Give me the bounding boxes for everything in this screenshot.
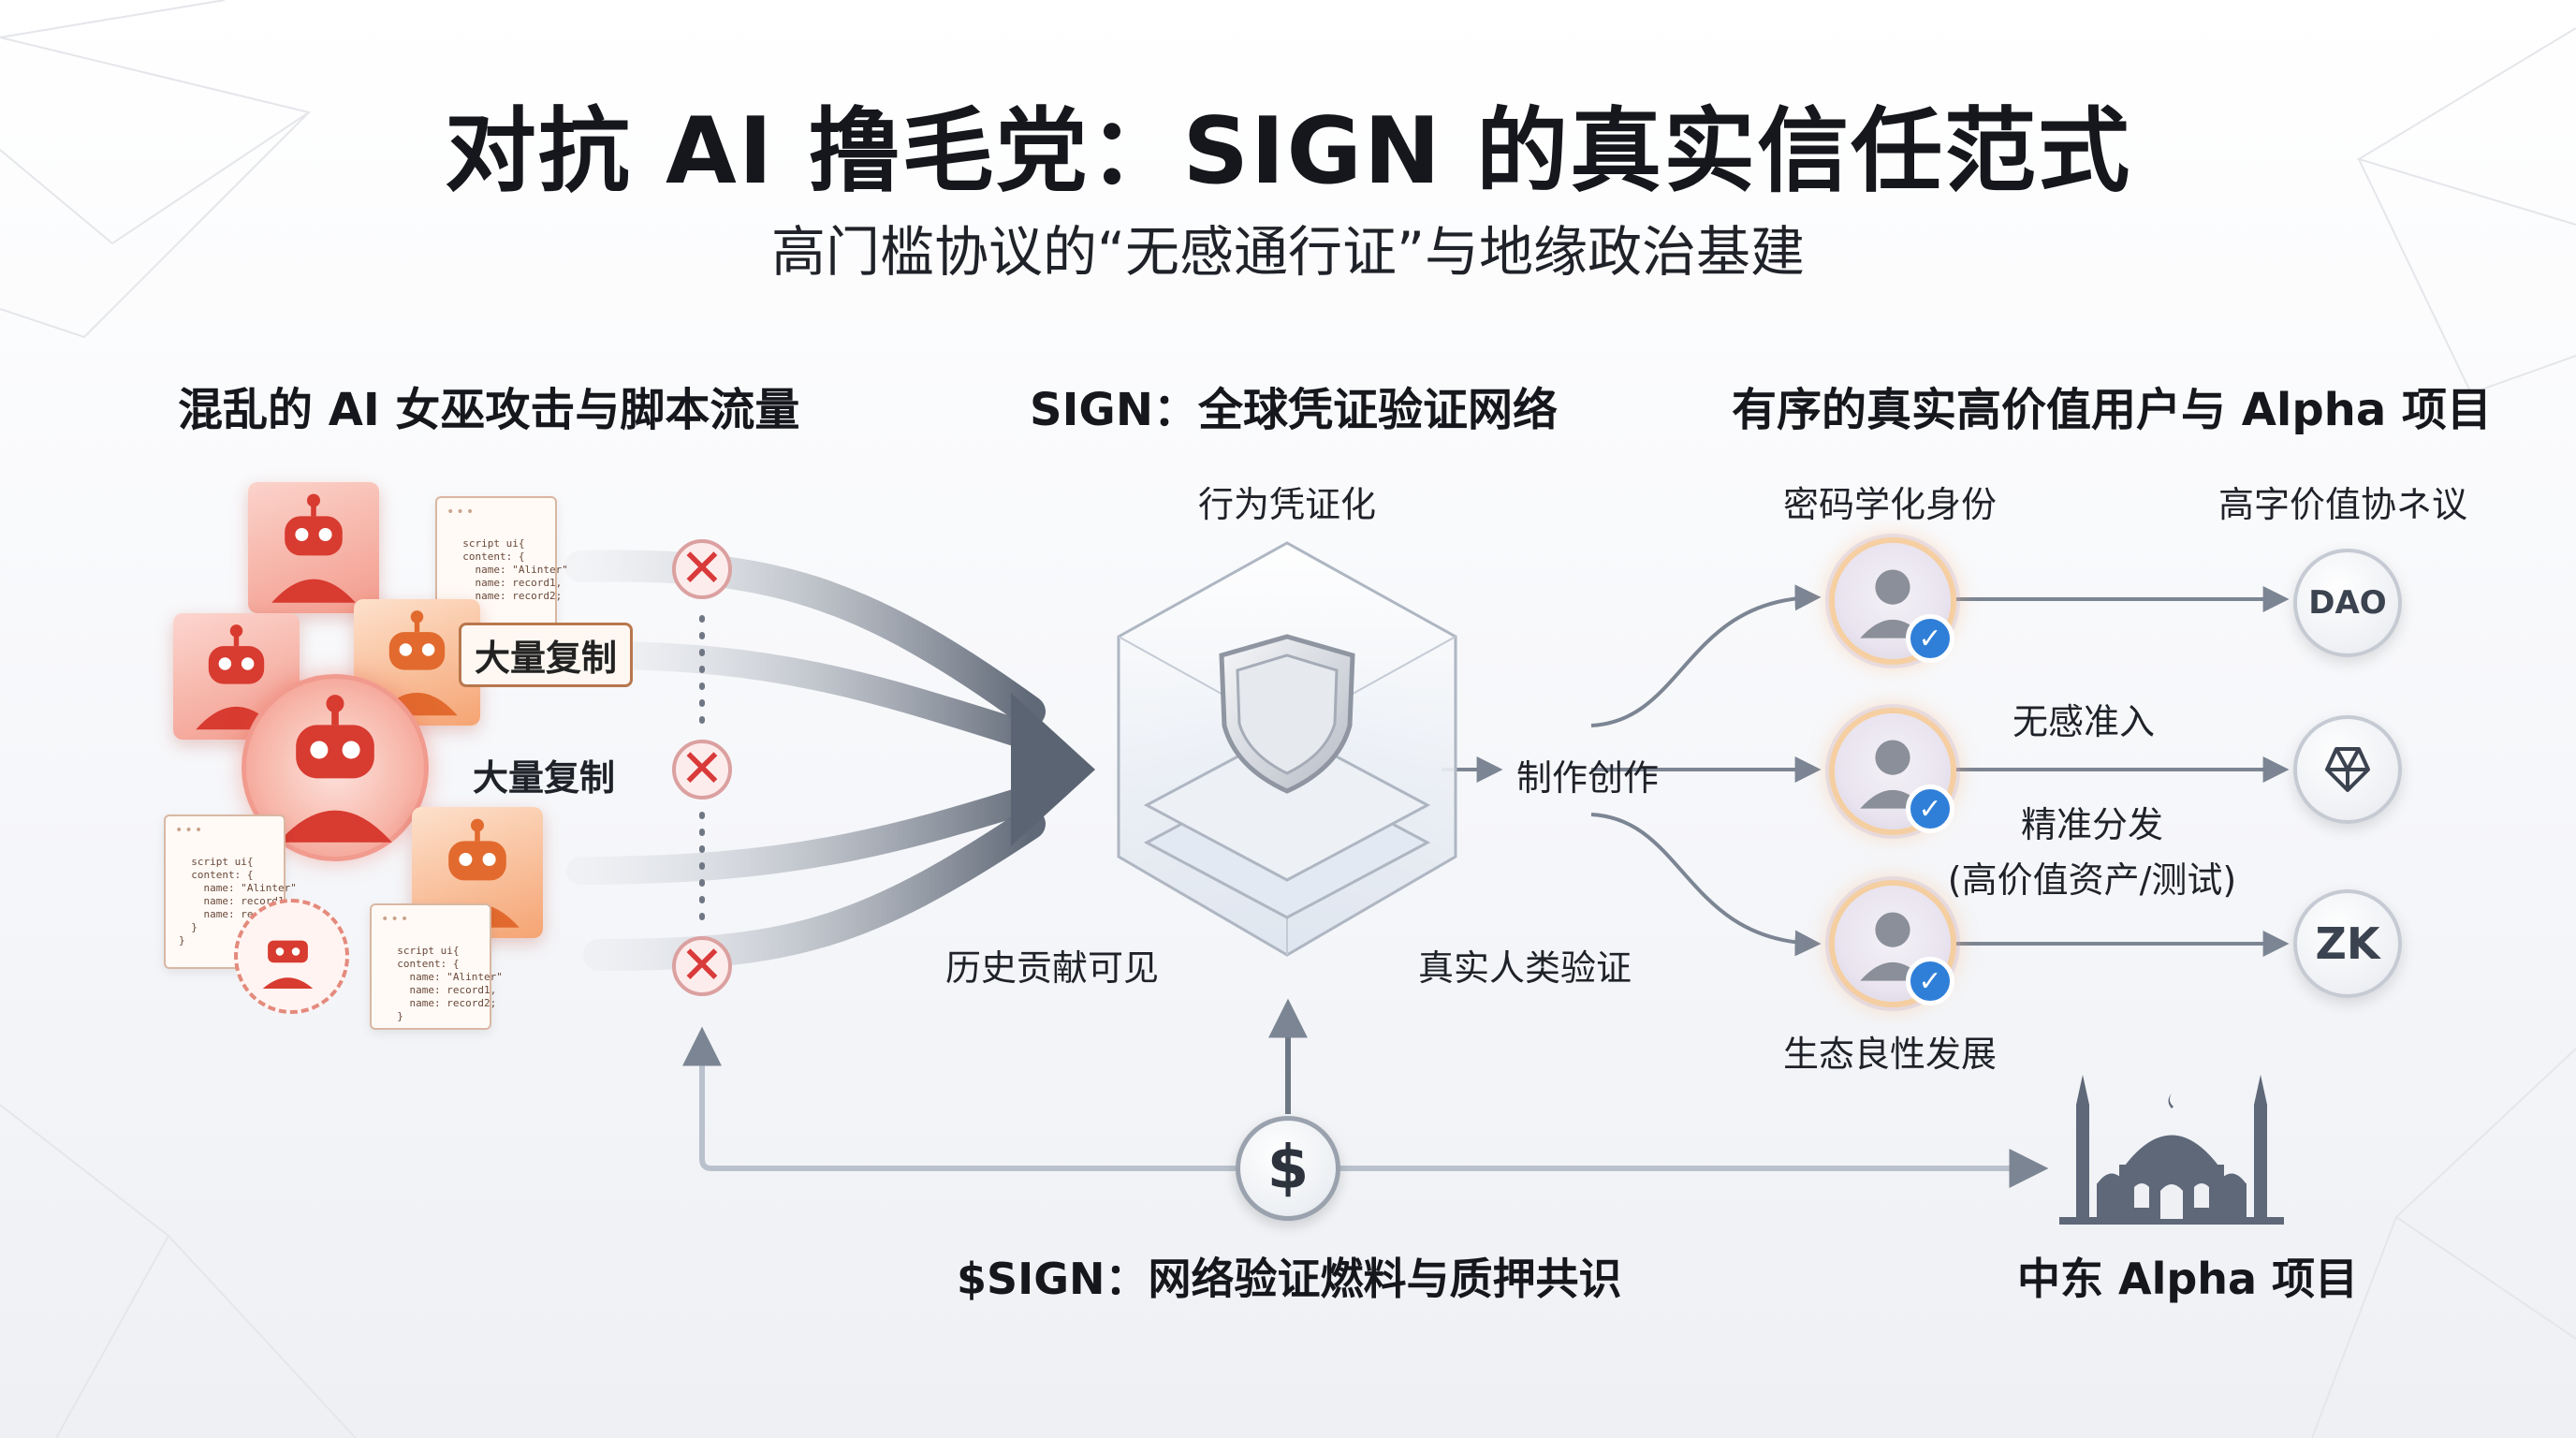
mass-copy-tag-mid: 大量复制 [473, 757, 616, 799]
precise-distribution-label: 精准分发 (高价值资产/测试) [1947, 804, 2237, 901]
code-card-3: •••script ui{ content: { name: "Alinter"… [370, 903, 503, 1030]
mosque-skyline-icon [2059, 1075, 2284, 1225]
user-avatar-icon [1835, 543, 1951, 659]
robot-icon [271, 493, 356, 603]
middle-east-alpha-label: 中东 Alpha 项目 [2017, 1254, 2359, 1304]
zk-icon: ZK [2293, 889, 2402, 998]
mass-copy-tag-top: 大量复制 [459, 623, 634, 687]
center-column-heading: SIGN：全球凭证验证网络 [1030, 384, 1559, 436]
token-label: $SIGN：网络验证燃料与质押共识 [957, 1254, 1622, 1304]
robot-icon [278, 695, 392, 843]
blockchain-icon [2293, 715, 2402, 824]
verified-check-icon: ✓ [1906, 614, 1954, 663]
ecosystem-growth-label: 生态良性发展 [1783, 1034, 1998, 1075]
page-title: 对抗 AI 撸毛党：SIGN 的真实信任范式 [444, 98, 2132, 205]
x-mark-icon: ✕ [672, 740, 732, 800]
verified-check-icon: ✓ [1906, 785, 1954, 833]
human-verification-label: 真实人类验证 [1418, 947, 1632, 989]
seamless-access-label: 无感准入 [2012, 701, 2156, 742]
crypto-identity-label: 密码学化身份 [1783, 484, 1998, 525]
funnel-arrowhead [1011, 693, 1095, 846]
sign-verification-cube [1109, 541, 1465, 957]
dollar-coin-icon: $ [1236, 1116, 1340, 1221]
dao-icon: DAO [2293, 549, 2402, 657]
verified-check-icon: ✓ [1906, 957, 1954, 1005]
behavior-credential-label: 行为凭证化 [1198, 484, 1377, 525]
x-mark-icon: ✕ [672, 539, 732, 599]
x-mark-icon: ✕ [672, 936, 732, 996]
high-value-protocol-label: 高字价值协ネ议 [2218, 484, 2468, 525]
left-column-heading: 混乱的 AI 女巫攻击与脚本流量 [178, 384, 800, 436]
robot-icon [262, 940, 314, 990]
robot-avatar-dashed [234, 899, 349, 1014]
page-subtitle: 高门槛协议的“无感通行证”与地缘政治基建 [770, 220, 1806, 284]
robot-card [248, 482, 379, 613]
right-column-heading: 有序的真实高价值用户与 Alpha 项目 [1732, 384, 2492, 436]
creation-label: 制作创作 [1516, 757, 1660, 799]
history-visible-label: 历史贡献可见 [945, 947, 1160, 989]
robot-icon [376, 610, 458, 716]
